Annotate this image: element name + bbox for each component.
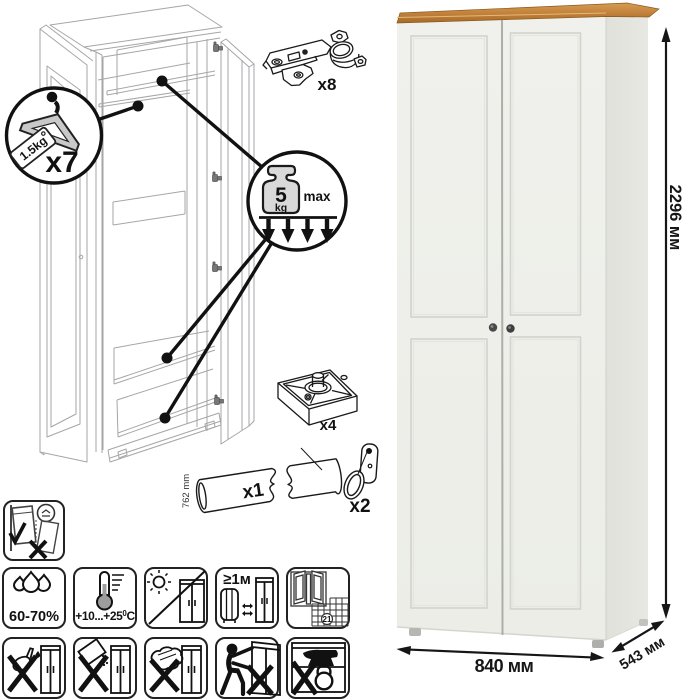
svg-text:5: 5 xyxy=(275,184,287,207)
svg-text:kg: kg xyxy=(275,202,287,214)
svg-text:x8: x8 xyxy=(318,75,337,94)
svg-text:840 мм: 840 мм xyxy=(475,656,534,676)
svg-text:x1: x1 xyxy=(241,480,265,504)
svg-text:max: max xyxy=(303,189,331,204)
svg-text:x4: x4 xyxy=(320,417,337,434)
svg-text:+10...+250C: +10...+250C xyxy=(75,609,135,623)
svg-text:543 мм: 543 мм xyxy=(617,634,668,673)
svg-text:x7: x7 xyxy=(45,146,78,179)
svg-text:x2: x2 xyxy=(349,496,370,517)
svg-text:21: 21 xyxy=(323,615,332,624)
svg-text:≥1м: ≥1м xyxy=(223,571,251,588)
svg-text:762 mm: 762 mm xyxy=(181,474,192,508)
svg-text:2296 мм: 2296 мм xyxy=(666,185,683,251)
svg-text:60-70%: 60-70% xyxy=(9,609,59,625)
